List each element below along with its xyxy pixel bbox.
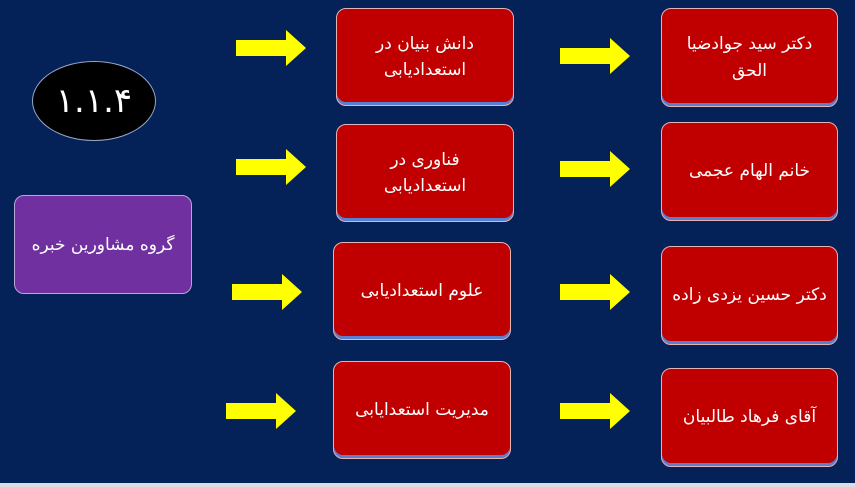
topic-box-3: علوم استعدادیابی	[333, 242, 511, 340]
person-box-3: دکتر حسین یزدی زاده	[661, 246, 838, 345]
section-number: ۱.۱.۴	[55, 81, 133, 121]
topic-label-3: علوم استعدادیابی	[360, 280, 484, 301]
arrow-right-icon	[560, 38, 630, 74]
expert-group-label: گروه مشاورین خبره	[31, 234, 175, 255]
topic-box-1: دانش بنیان در استعدادیابی	[336, 8, 514, 106]
person-label-3: دکتر حسین یزدی زاده	[672, 285, 827, 306]
arrow-right-icon	[236, 30, 306, 66]
person-label-4: آقای فرهاد طالبیان	[682, 407, 817, 428]
topic-label-4: مدیریت استعدایابی	[355, 399, 489, 420]
person-box-4: آقای فرهاد طالبیان	[661, 368, 838, 467]
person-box-1: دکتر سید جوادضیا الحق	[661, 8, 838, 107]
arrow-right-icon	[560, 393, 630, 429]
person-label-1: دکتر سید جوادضیا الحق	[686, 34, 813, 81]
arrow-right-icon	[236, 149, 306, 185]
arrow-right-icon	[232, 274, 302, 310]
topic-label-2: فناوری در استعدادیابی	[383, 149, 467, 196]
topic-box-2: فناوری در استعدادیابی	[336, 124, 514, 222]
bottom-divider	[0, 483, 855, 487]
topic-label-1: دانش بنیان در استعدادیابی	[376, 33, 474, 80]
arrow-right-icon	[226, 393, 296, 429]
expert-group-box: گروه مشاورین خبره	[14, 195, 192, 294]
topic-box-4: مدیریت استعدایابی	[333, 361, 511, 459]
arrow-right-icon	[560, 151, 630, 187]
person-box-2: خانم الهام عجمی	[661, 122, 838, 221]
section-number-badge: ۱.۱.۴	[32, 61, 156, 141]
arrow-right-icon	[560, 274, 630, 310]
person-label-2: خانم الهام عجمی	[688, 161, 811, 182]
